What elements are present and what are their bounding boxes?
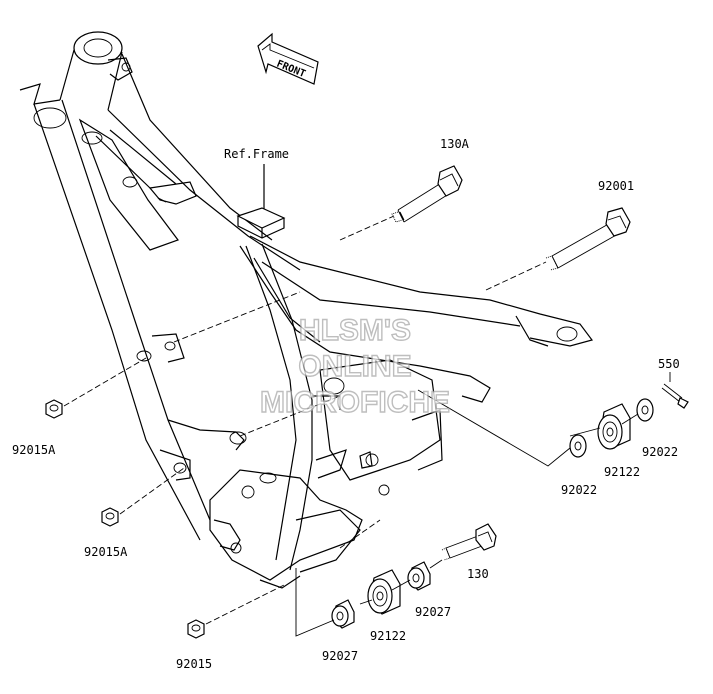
washer-92022-right <box>636 398 654 422</box>
part-label-92027-left: 92027 <box>322 649 358 663</box>
washer-92022-left <box>569 434 587 458</box>
part-label-130A: 130A <box>440 137 470 151</box>
part-label-92027-right: 92027 <box>415 605 451 619</box>
motorcycle-frame <box>19 31 594 589</box>
cotter-pin-550 <box>661 383 689 409</box>
collar-92027-left <box>331 599 355 629</box>
reference-pointer <box>236 164 286 239</box>
nut-92015A-upper <box>45 399 63 419</box>
watermark: HLSM'S ONLINE MICROFICHE <box>259 313 450 419</box>
part-label-92022-left: 92022 <box>561 483 597 497</box>
watermark-line-2: ONLINE <box>298 350 411 383</box>
part-label-92015: 92015 <box>176 657 212 671</box>
part-label-92122-lower: 92122 <box>370 629 406 643</box>
bolt-92001 <box>485 207 631 291</box>
nut-92015A-lower <box>101 507 119 527</box>
part-label-92001: 92001 <box>598 179 634 193</box>
part-label-92122-right: 92122 <box>604 465 640 479</box>
part-label-92022-right: 92022 <box>642 445 678 459</box>
bolt-130 <box>441 523 497 561</box>
bushing-92122-lower <box>367 569 401 615</box>
ref-frame-label: Ref.Frame <box>224 147 289 161</box>
collar-92027-right <box>407 561 431 591</box>
nut-92015 <box>187 619 205 639</box>
watermark-line-1: HLSM'S <box>299 314 411 347</box>
part-label-92015A-lower: 92015A <box>84 545 128 559</box>
part-label-550: 550 <box>658 357 680 371</box>
part-labels: Ref.Frame 130A 92001 550 92015A 92015A 9… <box>12 137 680 671</box>
front-direction-arrow: FRONT <box>257 32 319 85</box>
leader-lines <box>63 291 671 637</box>
part-label-92015A-upper: 92015A <box>12 443 56 457</box>
watermark-line-3: MICROFICHE <box>260 386 450 419</box>
bolt-130A <box>339 165 463 241</box>
part-label-130: 130 <box>467 567 489 581</box>
bushing-92122-right <box>597 403 631 450</box>
